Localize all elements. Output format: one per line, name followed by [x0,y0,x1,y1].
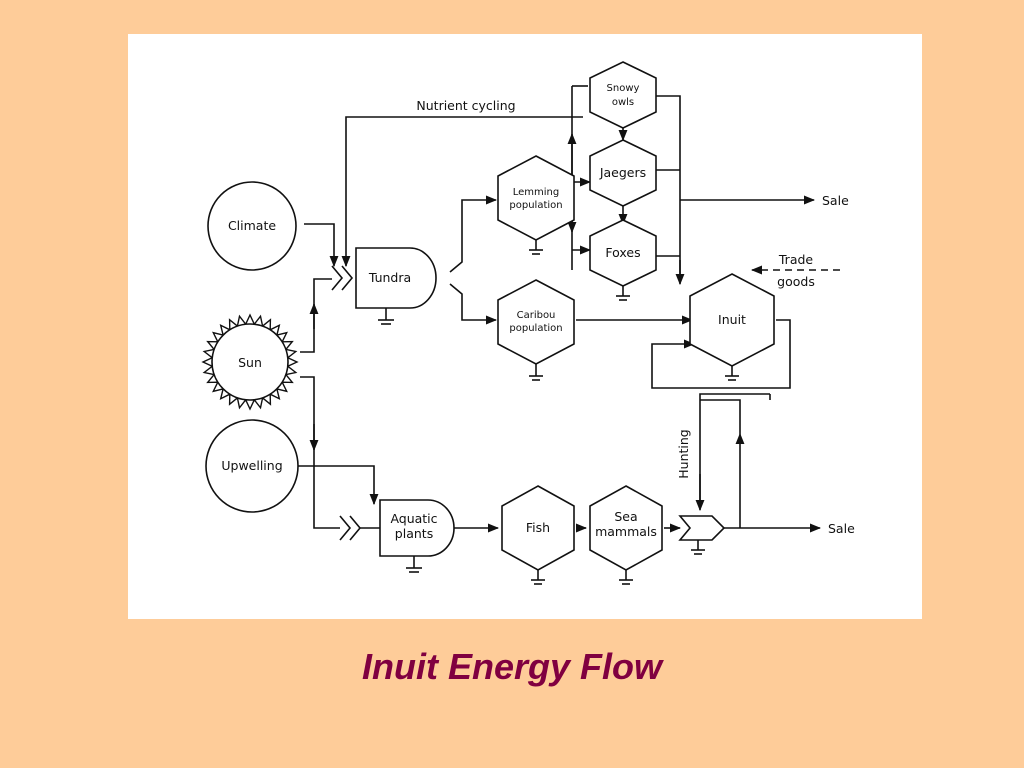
trade-label-2: goods [777,274,815,289]
caribou-label-1: Caribou [517,310,556,321]
slide-caption: Inuit Energy Flow [361,646,662,687]
snowy-owls: Snowy owls [589,61,657,129]
caribou-population: Caribou population [497,279,575,381]
tundra-label: Tundra [368,270,411,285]
sale-upper-label: Sale [822,193,849,208]
sea-mammals-label-2: mammals [595,524,657,539]
aquatic-plants-producer: Aquatic plants [339,499,455,573]
hunting-label: Hunting [676,429,691,478]
aquatic-ground-icon [406,556,422,573]
fish: Fish [501,485,575,585]
diagram-panel: Climate Sun Upwelling Tundra Aquatic pla… [128,34,922,619]
inuit-label: Inuit [718,312,746,327]
sun-to-aquatic-line [300,376,340,529]
inuit-feedback-line [651,319,791,389]
lemming-population: Lemming population [497,155,575,255]
jaegers-label: Jaegers [599,165,646,180]
fish-ground-icon [531,570,545,585]
foxes-ground-icon [616,286,630,301]
upwelling-source: Upwelling [205,419,299,513]
snowy-owls-label-1: Snowy [607,83,640,94]
sea-mammals: Sea mammals [589,485,663,585]
fish-label: Fish [526,520,550,535]
sale-lower-label: Sale [828,521,855,536]
nutrient-cycling-line [341,116,583,268]
sea-mammals-ground-icon [619,570,633,585]
caribou-label-2: population [509,323,562,334]
sun-label: Sun [238,355,262,370]
sun-source: Sun [201,313,299,411]
tundra-to-lemming-line [449,195,498,273]
jaegers: Jaegers [589,139,657,207]
aquatic-plants-label-1: Aquatic [390,511,437,526]
inuit: Inuit [689,273,775,381]
nutrient-cycling-label: Nutrient cycling [416,98,515,113]
lemming-label-1: Lemming [513,187,560,198]
tundra-ground-icon [378,308,394,325]
snowy-owls-label-2: owls [612,97,634,108]
climate-source: Climate [207,181,297,271]
climate-label: Climate [228,218,276,233]
hunting-interaction [678,515,726,555]
hunting-line [699,393,770,504]
caribou-ground-icon [529,364,543,381]
hunting-ground-icon [691,540,705,555]
lemming-ground-icon [529,240,543,255]
upwelling-label: Upwelling [221,458,282,473]
foxes-label: Foxes [605,245,640,260]
climate-to-tundra-line [304,223,339,268]
tundra-to-caribou-line [449,283,498,325]
inuit-ground-icon [725,366,739,381]
sun-to-tundra-line [300,278,332,353]
trade-label-1: Trade [778,252,814,267]
foxes: Foxes [589,219,657,301]
energy-flow-diagram: Climate Sun Upwelling Tundra Aquatic pla… [201,61,855,585]
upwelling-to-aquatic-line [296,465,379,506]
sea-mammals-label-1: Sea [614,509,637,524]
owls-to-inuit-line [656,95,681,282]
tundra-producer: Tundra [331,247,437,325]
lemming-label-2: population [509,200,562,211]
aquatic-plants-label-2: plants [395,526,433,541]
